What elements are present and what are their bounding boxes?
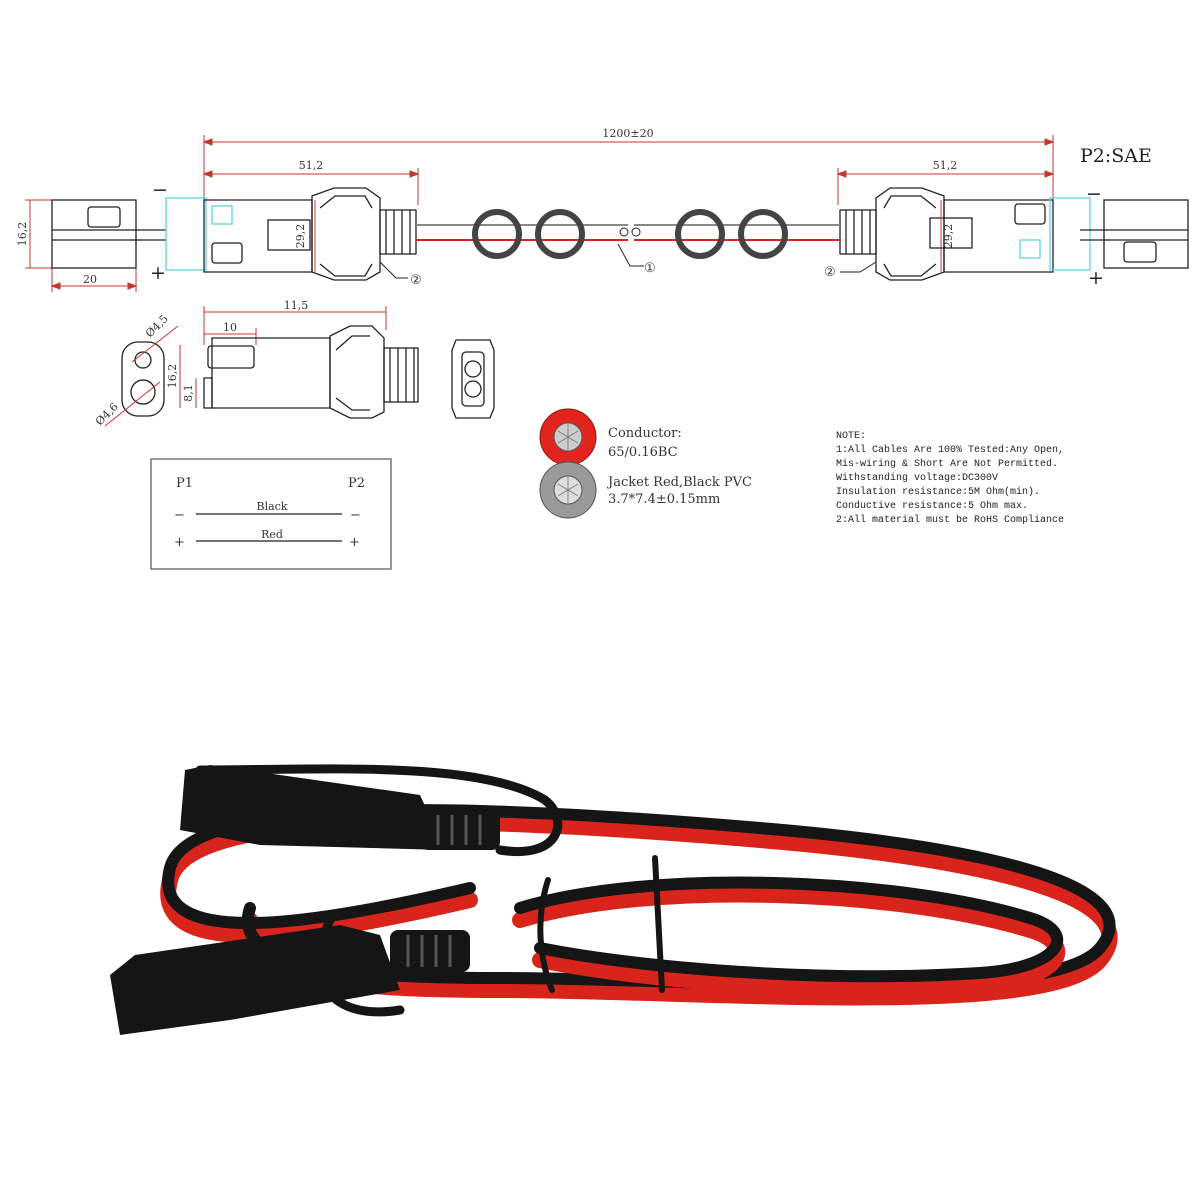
rear-view: [451, 339, 495, 419]
cable-lines: [416, 224, 840, 241]
note-line: Withstanding voltage:DC300V: [836, 472, 998, 484]
cable-cross-section: Conductor: 65/0.16BC Jacket Red,Black PV…: [539, 408, 752, 519]
left-minus-sign: −: [152, 179, 168, 201]
plug-length-label: 20: [83, 273, 97, 286]
wiring-table: P1 P2 − − Black + + Red: [150, 458, 392, 570]
callout-2-right: ②: [824, 265, 836, 280]
left-connector-body: [203, 187, 417, 281]
boot-length-right: 51,2: [933, 159, 958, 172]
cable-break: [619, 227, 641, 237]
left-plus-sign: +: [150, 262, 166, 284]
right-plus-sign: +: [1088, 267, 1104, 289]
boot-length-left: 51,2: [299, 159, 324, 172]
connector-detail: Ø4,5 Ø4,6 11,5 10 16,2 8,1: [93, 299, 495, 428]
wiring-p1: P1: [176, 476, 193, 491]
note-line: 2:All material must be RoHS Compliance: [836, 514, 1064, 526]
boot-dimension-left: [202, 168, 420, 205]
detail-height-16-2: 16,2: [166, 364, 179, 389]
detail-height-8-1: 8,1: [182, 384, 195, 402]
connector-height-label: 16,2: [16, 222, 29, 247]
jacket-value: 3.7*7.4±0.15mm: [608, 492, 720, 507]
conductor-strands: [557, 424, 579, 503]
wiring-p2: P2: [348, 476, 365, 491]
left-mating-area: [165, 197, 207, 271]
hole-diameter-top: Ø4,5: [143, 312, 171, 340]
right-mating-area: [1049, 197, 1091, 271]
notes-block: NOTE: 1:All Cables Are 100% Tested:Any O…: [836, 431, 1064, 526]
boot-height-right: 29,2: [942, 224, 955, 249]
connector-name-label: P2:SAE: [1080, 145, 1152, 167]
wiring-minus-left: −: [174, 508, 185, 523]
note-line: Conductive resistance:5 Ohm max.: [836, 500, 1028, 512]
wiring-plus-left: +: [174, 535, 185, 550]
callout-2-left: ②: [410, 273, 422, 288]
boot-dimension-right: [836, 168, 1055, 205]
wiring-black-label: Black: [257, 500, 288, 513]
callout-1-left: ①: [644, 261, 656, 276]
conductor-value: 65/0.16BC: [608, 445, 678, 460]
detail-length-11-5: 11,5: [284, 299, 309, 312]
cable-tie: [537, 877, 555, 993]
black-wire-inner: [514, 876, 1064, 983]
right-connector-body: [839, 187, 1054, 281]
callout-leaders: [379, 243, 877, 279]
sae-connector-top: [180, 765, 500, 850]
note-line: Insulation resistance:5M Ohm(min).: [836, 486, 1040, 498]
detail-length-10: 10: [223, 321, 237, 334]
boot-height-left: 29,2: [294, 224, 307, 249]
left-plug: [51, 199, 166, 269]
jacket-title: Jacket Red,Black PVC: [606, 475, 752, 490]
sae-connector-bottom: [110, 925, 470, 1035]
black-wire-loop: [162, 804, 1116, 992]
cable-coils: [472, 209, 788, 259]
wiring-minus-right: −: [350, 508, 361, 523]
note-line: 1:All Cables Are 100% Tested:Any Open,: [836, 444, 1064, 456]
overall-dimension: [202, 135, 1055, 205]
side-view: [203, 325, 419, 419]
cable-tie: [652, 855, 665, 993]
right-plug: [1080, 199, 1189, 269]
top-flap-cable: [195, 764, 563, 856]
face-dims: [104, 325, 179, 427]
conductor-title: Conductor:: [608, 426, 682, 441]
note-line: Mis-wiring & Short Are Not Permitted.: [836, 458, 1058, 470]
wiring-plus-right: +: [349, 535, 360, 550]
cable-drawing: 1200±20 P2:SAE 51,2 51,2 16,2 20: [16, 127, 1189, 292]
side-dims: [179, 306, 387, 408]
note-line: NOTE:: [836, 431, 866, 442]
red-wire-inner: [512, 886, 1066, 997]
height-dimension: [25, 199, 138, 292]
wiring-red-label: Red: [261, 528, 283, 541]
overall-length-label: 1200±20: [602, 127, 653, 140]
right-minus-sign: −: [1086, 183, 1102, 205]
